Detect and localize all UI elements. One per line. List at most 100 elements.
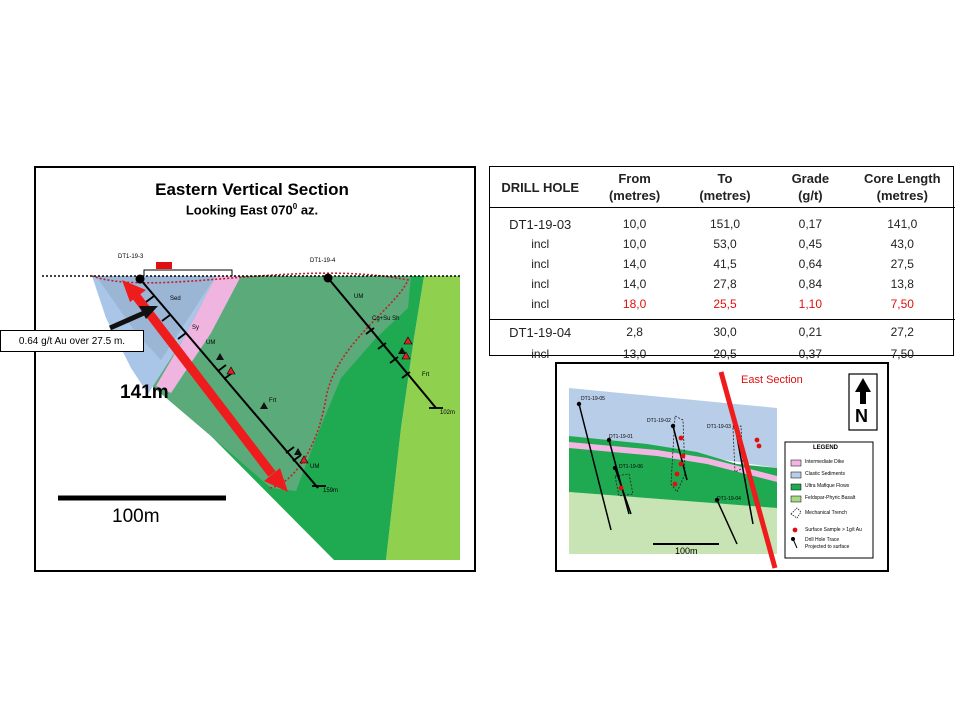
- cell-hole: incl: [531, 297, 550, 311]
- legend-swatch-ultramafic: [790, 483, 802, 491]
- cell-hole: incl: [531, 277, 550, 291]
- cell-grade: 0,21: [771, 319, 850, 344]
- cell-to: 20,5: [713, 347, 737, 361]
- cell-to: 25,5: [713, 297, 737, 311]
- cell-to: 41,5: [713, 257, 737, 271]
- subtitle-tail: az.: [297, 202, 319, 218]
- cell-from: 13,0: [622, 347, 647, 361]
- unit-label-um-3: UM: [354, 294, 364, 300]
- drill-trace-dt1-19-3: [139, 278, 319, 489]
- sample-triangles: [216, 336, 413, 464]
- basalt-unit: [386, 276, 460, 560]
- unit-label-sed: Sed: [170, 296, 181, 302]
- cell-to: 30,0: [678, 319, 772, 344]
- drill-results-table: DRILL HOLE From (metres) To (metres) Gra…: [490, 167, 955, 364]
- legend-label-trench: Mechanical Trench: [805, 510, 847, 516]
- depth-label-102m: 102m: [440, 410, 456, 416]
- scale-label: 100m: [112, 506, 160, 527]
- table-row-highlight: incl 18,0 25,5 1,10 7,50: [490, 294, 955, 314]
- legend-label-sample: Surface Sample > 1g/t Au: [805, 527, 862, 533]
- table-header-row: DRILL HOLE From (metres) To (metres) Gra…: [490, 167, 955, 208]
- cell-from: 10,0: [622, 237, 647, 251]
- legend-label-drill-2: Projected to surface: [805, 544, 850, 550]
- cell-hole: incl: [531, 237, 550, 251]
- map-trench-1: [670, 415, 686, 493]
- collar-dt1-19-3: [135, 274, 145, 284]
- table-row: DT1-19-03 10,0 151,0 0,17 141,0: [490, 214, 955, 234]
- cell-length: 7,50: [890, 347, 914, 361]
- cell-length: 13,8: [890, 277, 914, 291]
- section-subtitle: Looking East 0700 az.: [36, 202, 468, 217]
- drill-trace-dt1-19-4: [327, 277, 437, 409]
- cell-to: 27,8: [713, 277, 737, 291]
- map-basalt-band: [569, 492, 777, 554]
- collar-label-dt1-19-4: DT1-19-4: [310, 258, 336, 264]
- collar-label-dt1-19-3: DT1-19-3: [118, 254, 144, 260]
- cell-from: 18,0: [622, 297, 647, 311]
- cell-from: 2,8: [590, 319, 679, 344]
- map-east-section-line: [718, 371, 778, 569]
- map-legend-title: LEGEND: [813, 445, 839, 451]
- header-core-length: Core Length (metres): [849, 167, 955, 208]
- map-hole-label-02: DT1-19-02: [647, 418, 671, 424]
- cell-hole: incl: [531, 347, 550, 361]
- legend-label-drill: Drill Hole Trace: [805, 537, 840, 543]
- cell-hole: incl: [531, 257, 550, 271]
- legend-swatch-clastic: [790, 471, 802, 479]
- legend-sample-icon: [792, 527, 798, 533]
- interval-arrow: [122, 280, 288, 492]
- cell-grade: 0,64: [798, 257, 823, 271]
- drill-results-table-frame: DRILL HOLE From (metres) To (metres) Gra…: [489, 166, 955, 361]
- cell-length: 141,0: [887, 217, 918, 231]
- unit-label-frt-1: Frt: [269, 398, 277, 404]
- cell-from: 14,0: [622, 277, 647, 291]
- trench-bracket: [143, 269, 233, 276]
- drill-results-table-wrap: DRILL HOLE From (metres) To (metres) Gra…: [489, 166, 959, 361]
- unit-label-um-1: UM: [206, 340, 216, 346]
- table-row: incl 14,0 41,5 0,64 27,5: [490, 254, 955, 274]
- cell-length: 7,50: [890, 297, 914, 311]
- table-row: incl 10,0 53,0 0,45 43,0: [490, 234, 955, 254]
- north-arrow-icon: [855, 378, 871, 404]
- cell-grade: 0,37: [798, 347, 823, 361]
- legend-swatch-dike: [790, 459, 802, 467]
- legend-label-clastic: Clastic Sediments: [805, 471, 846, 477]
- vertical-section-panel: Eastern Vertical Section Looking East 07…: [34, 166, 476, 572]
- map-north-label: N: [855, 406, 868, 426]
- drill-ticks-4: [365, 327, 443, 409]
- surface-sample-marker: [156, 262, 172, 269]
- map-ultramafic-band-2: [569, 460, 777, 488]
- cell-grade: 0,17: [798, 217, 823, 231]
- unit-label-cg-su-sh: Cg+Su Sh: [372, 316, 400, 322]
- cell-grade: 0,45: [798, 237, 823, 251]
- cell-grade: 0,84: [798, 277, 823, 291]
- cell-from: 10,0: [622, 217, 647, 231]
- subtitle-text: Looking East 070: [185, 202, 293, 218]
- cell-hole: DT1-19-03: [509, 216, 572, 232]
- map-section-label: East Section: [741, 374, 803, 386]
- cell-from: 14,0: [622, 257, 647, 271]
- map-hole-label-01: DT1-19-01: [609, 434, 633, 440]
- legend-label-basalt: Feldspar-Phyric Basalt: [805, 495, 856, 501]
- table-row: incl 14,0 27,8 0,84 13,8: [490, 274, 955, 294]
- section-title: Eastern Vertical Section: [155, 180, 349, 199]
- map-hole-label-04: DT1-19-04: [717, 496, 741, 502]
- cell-length: 43,0: [890, 237, 914, 251]
- cell-to: 53,0: [713, 237, 737, 251]
- map-surface-samples: [618, 435, 762, 491]
- map-hole-label-03: DT1-19-03: [707, 424, 731, 430]
- unit-label-frt-2: Frt: [422, 372, 430, 378]
- interval-label: 141m: [120, 382, 169, 403]
- collar-dt1-19-4: [323, 273, 333, 283]
- header-drill-hole: DRILL HOLE: [490, 167, 591, 208]
- depth-label-159m: 159m: [323, 488, 339, 494]
- plan-map-panel: East Section N DT1-19-05 DT1-19-02 DT1-1…: [555, 362, 889, 572]
- legend-swatch-basalt: [790, 495, 802, 503]
- cell-length: 27,5: [890, 257, 914, 271]
- table-row: DT1-19-04 2,8 30,0 0,21 27,2: [490, 319, 955, 344]
- subtitle-degree: 0: [292, 202, 298, 211]
- legend-trench-icon: [790, 507, 802, 519]
- header-grade: Grade (g/t): [771, 167, 850, 208]
- cell-grade: 1,10: [798, 297, 823, 311]
- plan-map-diagram: [569, 371, 878, 569]
